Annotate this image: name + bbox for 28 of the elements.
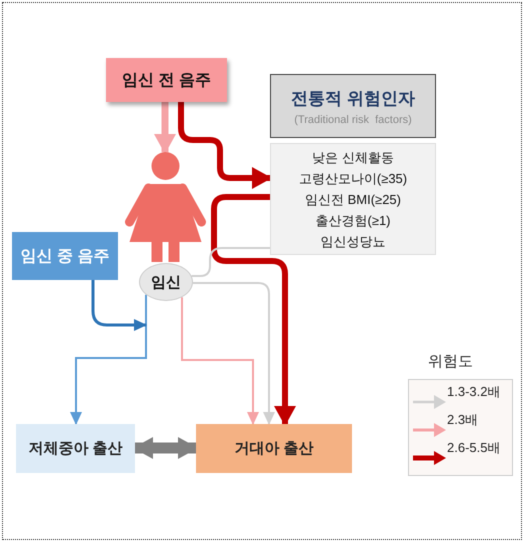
legend-title: 위험도 xyxy=(428,352,473,371)
factor-box: 임신 중 음주 xyxy=(12,232,118,280)
arrow xyxy=(178,102,272,189)
legend-text: 1.3-3.2배 xyxy=(447,383,500,401)
list-item: 임신성당뇨 xyxy=(320,232,386,250)
header-box xyxy=(270,74,436,138)
arrow xyxy=(70,294,147,425)
arrow xyxy=(192,282,275,425)
list-item: 낮은 신체활동 xyxy=(312,148,394,166)
arrow xyxy=(92,280,147,331)
outcome-box: 저체중아 출산 xyxy=(16,424,135,473)
person-icon xyxy=(124,152,206,262)
list-item: 출산경험(≥1) xyxy=(315,212,391,230)
factor-box: 임신 전 음주 xyxy=(106,58,227,102)
outcome-box: 거대아 출산 xyxy=(196,424,352,473)
subtitle: (Traditional risk factors) xyxy=(294,114,412,126)
heading: 전통적 위험인자 xyxy=(291,88,415,110)
arrow xyxy=(154,102,176,154)
arrow xyxy=(211,194,296,426)
connector-line xyxy=(192,247,270,277)
state-ellipse: 임신 xyxy=(139,263,193,301)
list-box xyxy=(270,143,436,255)
list-item: 고령산모나이(≥35) xyxy=(298,170,408,188)
arrow xyxy=(181,297,259,425)
legend-text: 2.3배 xyxy=(447,411,478,429)
arrow xyxy=(133,437,198,459)
legend-text: 2.6-5.5배 xyxy=(447,439,500,457)
list-item: 임신전 BMI(≥25) xyxy=(305,190,401,209)
